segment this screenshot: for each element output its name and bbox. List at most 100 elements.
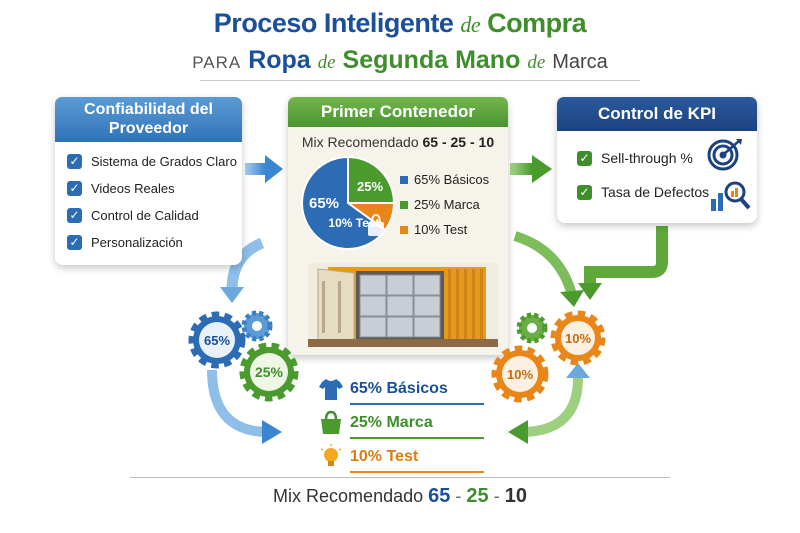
subtitle-de-1: de	[317, 52, 336, 73]
mix-legend-item: 10% Test	[318, 440, 484, 474]
legend-swatch	[400, 225, 408, 234]
title-word-proceso: Proceso Inteligente	[213, 8, 454, 38]
subtitle-para: PARA	[192, 53, 242, 72]
footer-sep: -	[455, 486, 462, 506]
kpi-item-label: Tasa de Defectos	[601, 184, 710, 200]
checkbox-checked-icon: ✓	[67, 235, 82, 250]
title-word-compra: Compra	[487, 8, 587, 38]
footer-mix: Mix Recomendado 65 - 25 - 10	[0, 485, 800, 508]
handbag-icon	[321, 410, 341, 434]
legend-swatch	[400, 200, 408, 209]
pie-label-test: 10% Test	[328, 216, 379, 230]
supplier-item-label: Personalización	[91, 235, 183, 250]
gear-left-label-2: 25%	[255, 364, 284, 380]
arrow-supplier-to-container	[245, 155, 283, 183]
title-divider	[200, 80, 640, 81]
pie-label-marca: 25%	[357, 179, 383, 194]
kpi-card: Control de KPI ✓ Sell-through % ✓ Tasa d…	[557, 97, 757, 223]
mix-label-text: Mix Recomendado	[301, 134, 419, 150]
supplier-card: Confiabilidad del Proveedor ✓ Sistema de…	[55, 97, 242, 265]
supplier-card-title: Confiabilidad del Proveedor	[55, 97, 242, 142]
checkbox-checked-icon: ✓	[577, 184, 592, 200]
checkbox-checked-icon: ✓	[67, 181, 82, 196]
tshirt-icon	[319, 379, 343, 400]
checkbox-checked-icon: ✓	[67, 154, 82, 169]
mix-legend-label: 10% Test	[350, 448, 419, 465]
gear-right-label-2: 10%	[507, 367, 533, 382]
arrow-curve-center-right	[513, 231, 584, 307]
supplier-item: ✓ Control de Calidad	[67, 202, 242, 229]
checkbox-checked-icon: ✓	[67, 208, 82, 223]
pie-label-básicos: 65%	[309, 195, 339, 212]
subtitle-segunda: Segunda	[342, 46, 449, 74]
pie-slice-marca	[347, 155, 396, 204]
pie-legend-item: 25% Marca	[400, 192, 489, 217]
supplier-item: ✓ Personalización	[67, 229, 242, 256]
subtitle-de-2: de	[527, 52, 546, 73]
main-title: Proceso Inteligente de Compra	[0, 8, 800, 39]
kpi-item: ✓ Tasa de Defectos	[577, 175, 757, 209]
supplier-item: ✓ Videos Reales	[67, 175, 242, 202]
supplier-checklist: ✓ Sistema de Grados Claro ✓ Videos Reale…	[55, 142, 242, 256]
supplier-item-label: Videos Reales	[91, 181, 175, 196]
kpi-checklist: ✓ Sell-through % ✓ Tasa de Defectos	[557, 131, 757, 209]
gear-icon-orange-bottom: 10%	[491, 345, 549, 403]
footer-sep: -	[493, 486, 500, 506]
title-word-de: de	[460, 12, 481, 37]
target-icon	[707, 139, 742, 171]
footer-value-3: 10	[504, 485, 527, 507]
legend-underline	[350, 437, 484, 439]
gear-left-label-1: 65%	[204, 333, 230, 348]
kpi-item-label: Sell-through %	[601, 150, 693, 166]
pie-legend-label: 10% Test	[414, 222, 468, 237]
gear-icon-blue: 65%	[188, 311, 246, 369]
pie-legend-label: 65% Básicos	[414, 172, 490, 187]
gear-icon-small-green	[516, 312, 548, 344]
gear-right-label-1: 10%	[565, 331, 591, 346]
gear-icon-green: 25%	[239, 342, 299, 402]
handbag-icon	[368, 214, 384, 236]
mix-label-values: 65 - 25 - 10	[422, 134, 495, 150]
footer-divider	[130, 477, 670, 478]
kpi-item: ✓ Sell-through %	[577, 141, 757, 175]
pie-legend-item: 10% Test	[400, 217, 489, 242]
arrow-loop-left	[207, 369, 282, 444]
checkbox-checked-icon: ✓	[577, 150, 592, 166]
subtitle-marca: Marca	[552, 51, 608, 73]
subtitle: PARA Ropa de Segunda Mano de Marca	[0, 46, 800, 75]
supplier-item: ✓ Sistema de Grados Claro	[67, 148, 242, 175]
arrow-container-to-kpi	[510, 155, 552, 183]
mix-legend-label: 65% Básicos	[350, 380, 448, 397]
arrow-loop-right	[508, 363, 590, 444]
container-card-title: Primer Contenedor	[288, 97, 508, 127]
legend-underline	[350, 403, 484, 405]
mix-legend: 65% Básicos 25% Marca 10% Test	[318, 372, 484, 474]
pie-legend-label: 25% Marca	[414, 197, 480, 212]
supplier-item-label: Control de Calidad	[91, 208, 199, 223]
legend-swatch	[400, 175, 408, 184]
legend-underline	[350, 471, 484, 473]
magnifier-chart-icon	[711, 181, 751, 211]
pie-slice-básicos	[301, 155, 387, 250]
footer-value-2: 25	[466, 485, 489, 507]
mix-label: Mix Recomendado 65 - 25 - 10	[288, 134, 508, 150]
gears-right: 10% 10%	[491, 310, 606, 403]
container-card: Primer Contenedor Mix Recomendado 65 - 2…	[288, 97, 508, 355]
subtitle-mano: Mano	[455, 46, 521, 74]
mix-legend-item: 65% Básicos	[318, 372, 484, 406]
pie-legend: 65% Básicos 25% Marca 10% Test	[400, 167, 489, 242]
supplier-item-label: Sistema de Grados Claro	[91, 154, 237, 169]
kpi-card-title: Control de KPI	[557, 97, 757, 131]
mix-legend-item: 25% Marca	[318, 406, 484, 440]
gears-left: 65% 25%	[188, 310, 299, 402]
subtitle-ropa: Ropa	[248, 46, 311, 74]
mix-legend-label: 25% Marca	[350, 414, 433, 431]
gear-icon-small-blue	[241, 310, 273, 342]
mix-pie-chart: 65% 25% 10% Test	[301, 155, 396, 250]
shipping-container-illustration	[308, 263, 498, 347]
footer-label: Mix Recomendado	[273, 486, 424, 506]
lightbulb-icon	[320, 444, 342, 466]
gear-icon-orange-top: 10%	[550, 310, 606, 366]
arrow-kpi-down	[578, 226, 668, 300]
